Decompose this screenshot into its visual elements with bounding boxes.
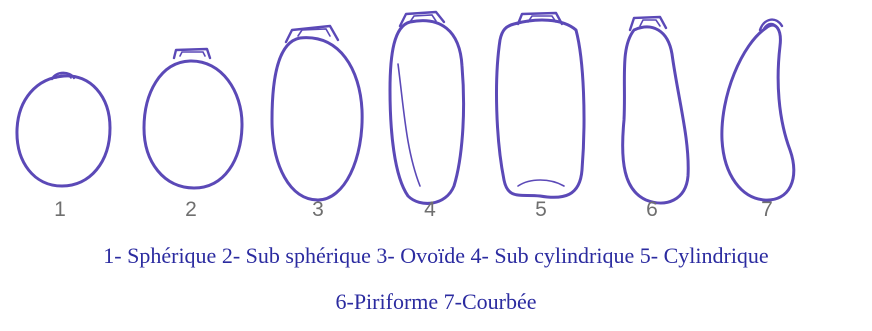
shape-7-courbee: [722, 20, 794, 201]
shape-1-spherique: [17, 73, 110, 186]
shapes-illustration: 1 2 3 4 5 6 7: [0, 0, 872, 240]
shape-2-number: 2: [185, 198, 197, 221]
shape-3-number: 3: [312, 198, 324, 221]
legend-line-1: 1- Sphérique 2- Sub sphérique 3- Ovoïde …: [0, 243, 872, 269]
shape-4-sub-cylindrique: [390, 12, 464, 203]
shape-5-cylindrique: [497, 13, 584, 197]
shape-6-number: 6: [646, 198, 658, 221]
shape-5-number: 5: [535, 198, 547, 221]
shape-2-sub-spherique: [144, 49, 242, 188]
shape-3-ovoide: [272, 26, 362, 200]
legend-line-2: 6-Piriforme 7-Courbée: [0, 289, 872, 315]
shape-6-piriforme: [623, 17, 689, 203]
shape-1-number: 1: [54, 198, 66, 221]
shape-7-number: 7: [761, 198, 773, 221]
shape-4-number: 4: [424, 198, 436, 221]
